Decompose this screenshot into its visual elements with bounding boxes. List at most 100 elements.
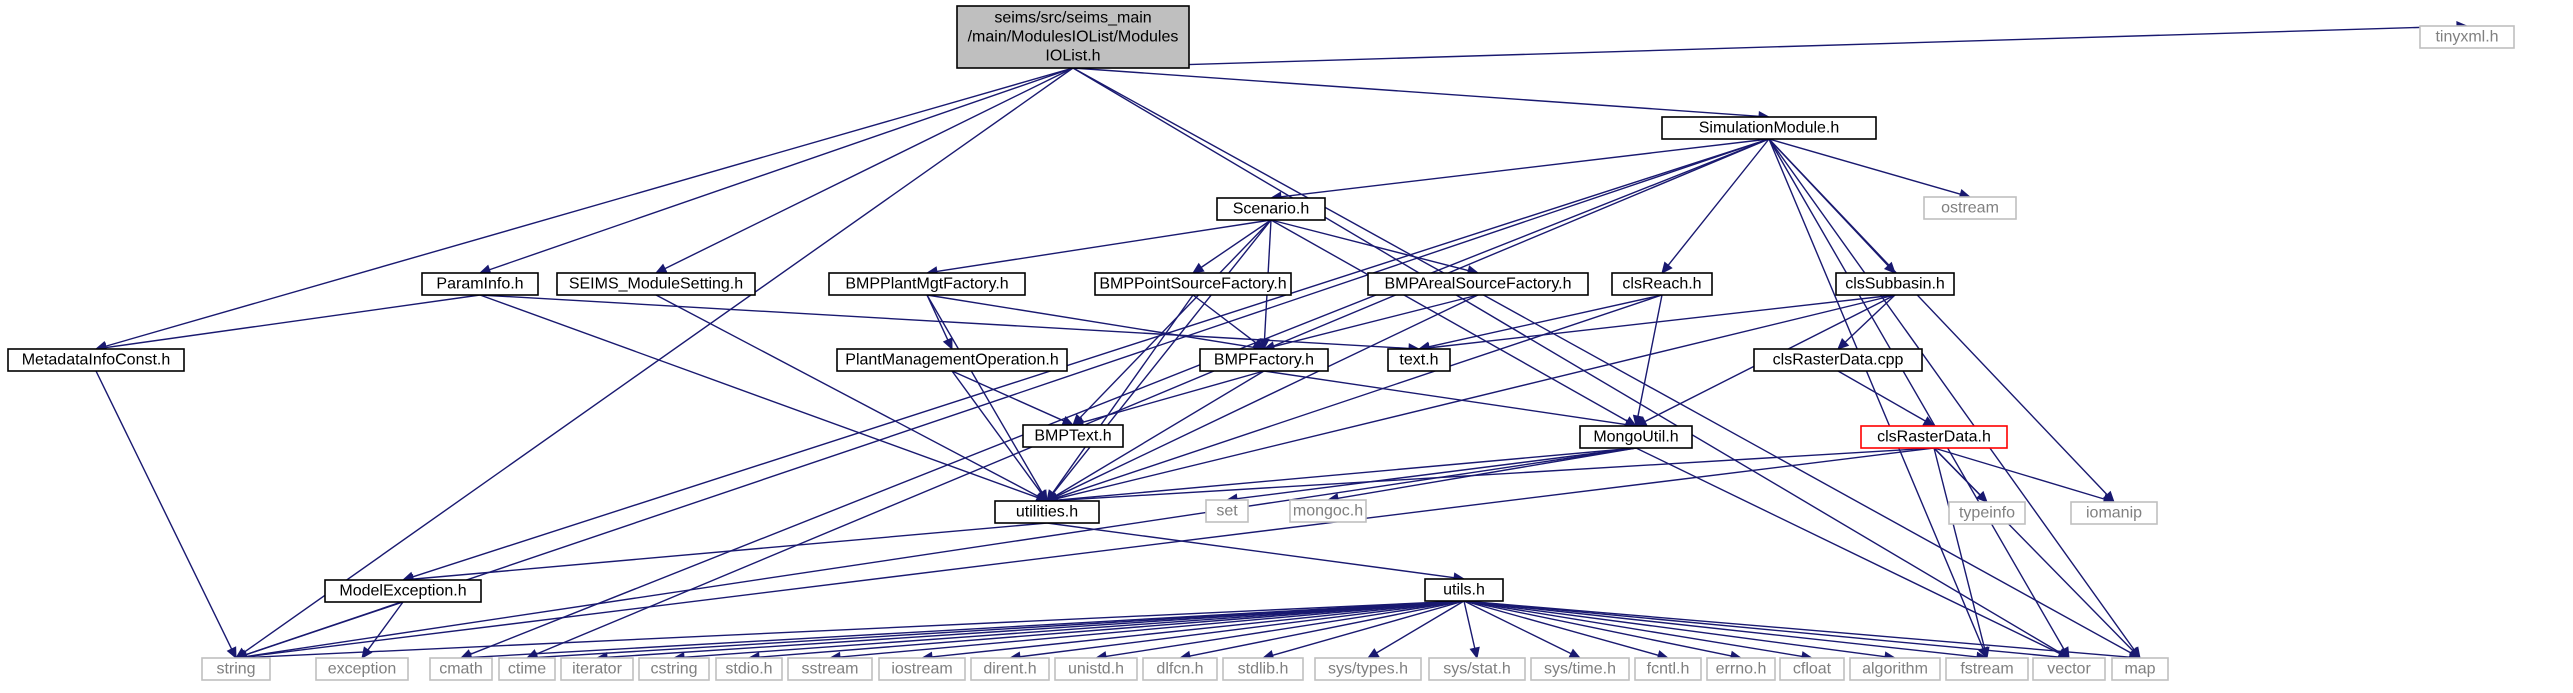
node-clssub[interactable]: clsSubbasin.h — [1835, 272, 1955, 296]
node-stdio-box — [715, 657, 783, 681]
edge-clsraster-to-map — [1933, 447, 2134, 652]
node-sysstat-box — [1428, 657, 1526, 681]
edge-utils-to-iterator — [606, 600, 1465, 659]
edge-bmpfactory-to-utilities — [1055, 370, 1265, 497]
node-bmpareal-label: BMPArealSourceFactory.h — [1384, 276, 1571, 293]
node-bmpplant-box — [828, 272, 1026, 296]
edge-utils-to-iostream — [931, 600, 1465, 658]
edge-bmpplant-to-utilities — [926, 294, 1043, 493]
node-clsrastercpp[interactable]: clsRasterData.cpp — [1753, 348, 1923, 372]
edge-paraminfo-to-texth — [479, 294, 1410, 350]
node-sstream-box — [787, 657, 873, 681]
node-bmpfactory[interactable]: BMPFactory.h — [1199, 348, 1329, 372]
node-sysstat-label: sys/stat.h — [1443, 661, 1511, 678]
node-clsreach[interactable]: clsReach.h — [1611, 272, 1713, 296]
edge-plantop-to-utilities — [951, 370, 1042, 494]
node-modelexc-label: ModelException.h — [339, 583, 466, 600]
node-errno: errno.h — [1706, 657, 1776, 681]
edge-seimsmod-to-utilities — [655, 294, 1039, 497]
node-plantop[interactable]: PlantManagementOperation.h — [836, 348, 1068, 372]
node-systime-box — [1530, 657, 1630, 681]
node-ctime: ctime — [498, 657, 556, 681]
arrowhead-metadata-to-string — [226, 646, 237, 660]
node-ostream-label: ostream — [1941, 200, 1999, 217]
node-scenario[interactable]: Scenario.h — [1216, 197, 1326, 221]
node-bmpareal[interactable]: BMPArealSourceFactory.h — [1367, 272, 1589, 296]
node-mongoutil[interactable]: MongoUtil.h — [1579, 425, 1693, 449]
node-modelexc[interactable]: ModelException.h — [324, 579, 482, 603]
node-utils[interactable]: utils.h — [1424, 578, 1504, 602]
node-clsrastercpp-box — [1753, 348, 1923, 372]
node-cstring-label: cstring — [650, 661, 697, 678]
node-bmpplant-label: BMPPlantMgtFactory.h — [845, 276, 1008, 293]
node-bmppoint[interactable]: BMPPointSourceFactory.h — [1094, 272, 1292, 296]
edge-clsreach-to-texth — [1428, 294, 1663, 348]
edge-root-to-simmod — [1072, 67, 1760, 117]
node-iomanip-box — [2070, 501, 2158, 525]
edge-utils-to-cfloat — [1463, 600, 1803, 658]
node-clsraster-box — [1860, 425, 2008, 449]
node-simmod[interactable]: SimulationModule.h — [1661, 116, 1877, 140]
node-texth[interactable]: text.h — [1387, 348, 1451, 372]
edge-metadata-to-string — [95, 370, 233, 650]
node-metadata[interactable]: MetadataInfoConst.h — [7, 348, 185, 372]
edge-simmod-to-iomanip — [1768, 138, 2108, 496]
edges-layer — [94, 21, 2469, 663]
node-mongoutil-box — [1579, 425, 1693, 449]
node-iomanip: iomanip — [2070, 501, 2158, 525]
node-plantop-box — [836, 348, 1068, 372]
node-algorithm-label: algorithm — [1862, 661, 1928, 678]
edge-simmod-to-scenario — [1280, 138, 1770, 198]
node-seimsmod[interactable]: SEIMS_ModuleSetting.h — [556, 272, 756, 296]
edge-utils-to-systime — [1463, 600, 1572, 655]
node-exception: exception — [315, 657, 409, 681]
node-cmath-label: cmath — [439, 661, 483, 678]
node-simmod-box — [1661, 116, 1877, 140]
arrowhead-utils-to-systypes — [1366, 648, 1380, 659]
edge-scenario-to-utilities — [1052, 219, 1272, 494]
node-sstream-label: sstream — [802, 661, 859, 678]
node-fcntl-box — [1634, 657, 1702, 681]
node-fcntl: fcntl.h — [1634, 657, 1702, 681]
node-bmppoint-label: BMPPointSourceFactory.h — [1099, 276, 1286, 293]
node-bmpplant[interactable]: BMPPlantMgtFactory.h — [828, 272, 1026, 296]
node-bmpfactory-label: BMPFactory.h — [1214, 352, 1314, 369]
edge-scenario-to-bmppoint — [1200, 219, 1272, 268]
edge-clsraster-to-iomanip — [1933, 447, 2105, 500]
node-dlfcn-label: dlfcn.h — [1156, 661, 1203, 678]
node-plantop-label: PlantManagementOperation.h — [845, 352, 1058, 369]
node-utilities[interactable]: utilities.h — [994, 500, 1100, 524]
edge-simmod-to-clsreach — [1667, 138, 1770, 266]
node-clsreach-box — [1611, 272, 1713, 296]
node-set: set — [1205, 499, 1249, 523]
edge-clssub-to-texth — [1428, 294, 1896, 349]
node-root[interactable]: seims/src/seims_main/main/ModulesIOList/… — [956, 5, 1190, 69]
edge-bmpareal-to-utilities — [1055, 294, 1479, 498]
edge-paraminfo-to-metadata — [105, 294, 481, 349]
edge-utils-to-sysstat — [1463, 600, 1476, 649]
edge-bmppoint-to-utilities — [1052, 294, 1194, 494]
node-cmath-box — [429, 657, 493, 681]
node-typeinfo: typeinfo — [1948, 501, 2026, 525]
edge-utilities-to-utils — [1046, 522, 1455, 579]
node-map-box — [2111, 657, 2169, 681]
edge-utils-to-cstring — [683, 600, 1465, 658]
node-cstring: cstring — [638, 657, 710, 681]
node-bmptext[interactable]: BMPText.h — [1022, 424, 1124, 448]
node-root-label: /main/ModulesIOList/Modules — [968, 29, 1179, 46]
node-algorithm: algorithm — [1849, 657, 1941, 681]
edge-root-to-metadata — [105, 67, 1074, 347]
node-clsraster-label: clsRasterData.h — [1877, 429, 1991, 446]
edge-mongoutil-to-set — [1236, 447, 1637, 500]
node-iomanip-label: iomanip — [2086, 505, 2142, 522]
node-algorithm-box — [1849, 657, 1941, 681]
node-clsraster[interactable]: clsRasterData.h — [1860, 425, 2008, 449]
node-paraminfo-label: ParamInfo.h — [436, 276, 523, 293]
node-paraminfo[interactable]: ParamInfo.h — [421, 272, 539, 296]
edge-scenario-to-bmpareal — [1270, 219, 1469, 272]
node-iterator-box — [560, 657, 634, 681]
node-metadata-label: MetadataInfoConst.h — [22, 352, 171, 369]
node-vector-box — [2032, 657, 2106, 681]
arrowhead-clssub-to-clsrastercpp — [1837, 337, 1850, 350]
node-bmptext-label: BMPText.h — [1034, 428, 1111, 445]
